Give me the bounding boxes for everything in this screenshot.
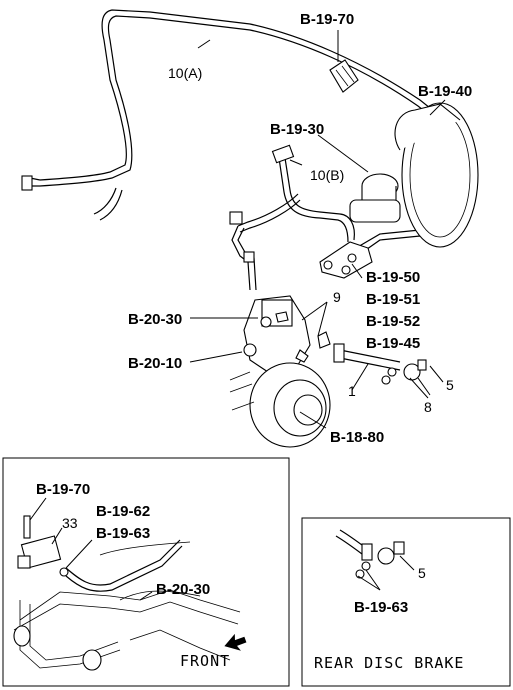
actuator-assembly [243,295,331,373]
label-b-18-80: B-18-80 [330,429,384,446]
leader-lines [189,30,446,429]
label-b-20-10: B-20-10 [128,355,182,372]
brake-booster [394,102,479,248]
label-inset-b-20-30: B-20-30 [156,581,210,598]
label-part-33: 33 [62,515,78,531]
brake-drum [249,362,331,448]
label-b-19-40: B-19-40 [418,83,472,100]
label-part-1: 1 [348,383,356,399]
label-part-5: 5 [446,377,454,393]
label-part-9: 9 [333,289,341,305]
inset-front-frame [2,457,290,687]
label-pipe-10b: 10(B) [310,167,344,183]
inset-rear-frame [301,517,511,687]
label-b-19-51: B-19-51 [366,291,420,308]
label-pipe-10a: 10(A) [168,65,202,81]
label-inset-b-19-70: B-19-70 [36,481,90,498]
label-front: FRONT [180,652,230,670]
label-b-19-62: B-19-62 [96,503,150,520]
label-b-19-50: B-19-50 [366,269,420,286]
inset-front-parts [13,515,241,671]
label-rear-part-5: 5 [418,565,426,581]
pipe-10b [229,144,355,291]
flex-hose [333,343,427,385]
label-b-20-30: B-20-30 [128,311,182,328]
label-rear-b-19-63: B-19-63 [354,599,408,616]
label-rear-disc-brake: REAR DISC BRAKE [314,654,464,672]
label-b-19-70: B-19-70 [300,11,354,28]
label-b-19-45: B-19-45 [366,335,420,352]
master-cylinder [319,173,401,279]
inset-rear-leaders [357,555,415,591]
inset-rear-parts [335,529,405,579]
label-part-8: 8 [424,399,432,415]
label-inset-b-19-63: B-19-63 [96,525,150,542]
front-arrow-icon [224,633,247,651]
frame-lines [229,371,255,411]
label-b-19-30: B-19-30 [270,121,324,138]
junction-block [329,59,359,93]
label-b-19-52: B-19-52 [366,313,420,330]
inset-front-leaders [29,497,153,601]
